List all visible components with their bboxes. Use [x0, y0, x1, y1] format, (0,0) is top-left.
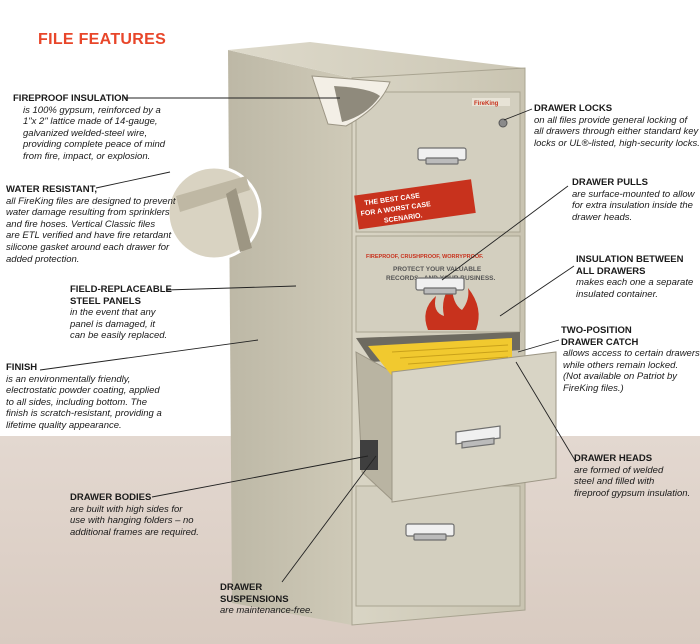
callout-fireproof-insulation: FIREPROOF INSULATION is 100% gypsum, rei…	[13, 93, 166, 162]
gasket-detail	[176, 176, 250, 212]
callout-drawer-heads: DRAWER HEADS are formed of welded steel …	[574, 453, 691, 499]
leader-lines	[39, 97, 577, 583]
brand-logo: FireKing	[474, 101, 499, 107]
brand-plate	[472, 98, 510, 106]
drawer-3-head	[391, 351, 557, 503]
callout-drawer-bodies: DRAWER BODIES are built with high sides …	[70, 492, 199, 538]
callout-drawer-locks: DRAWER LOCKS on all files provide genera…	[534, 103, 700, 149]
callout-drawer-catch: TWO-POSITION DRAWER CATCH allows access …	[561, 325, 700, 394]
drawer-pull-1	[417, 147, 467, 165]
callout-drawer-suspensions: DRAWER SUSPENSIONS are maintenance-free.	[220, 582, 313, 617]
drawer-suspension	[360, 440, 378, 470]
callout-steel-panels: FIELD-REPLACEABLE STEEL PANELS in the ev…	[70, 284, 172, 342]
cabinet-top	[228, 42, 525, 78]
callout-drawer-pulls: DRAWER PULLS are surface-mounted to allo…	[572, 177, 695, 223]
protect-line-1: PROTECT YOUR VALUABLE	[393, 266, 482, 273]
callout-insulation-between-drawers: INSULATION BETWEEN ALL DRAWERS makes eac…	[576, 254, 694, 300]
lock-icon	[498, 118, 508, 128]
drawer-pull-4	[405, 523, 455, 541]
drawer-4	[355, 485, 521, 607]
cutaway-shadow	[334, 86, 380, 122]
tagline-text: FIREPROOF, CRUSHPROOF, WORRYPROOF.	[366, 254, 484, 260]
callout-heading: FIREPROOF INSULATION	[13, 93, 129, 104]
callout-finish: FINISH is an environmentally friendly, e…	[6, 362, 162, 431]
drawer-pull-3	[455, 425, 501, 449]
callout-water-resistant: WATER RESISTANT, all FireKing files are …	[6, 184, 176, 265]
page-title: FILE FEATURES	[38, 31, 167, 48]
cabinet-side-panel	[228, 50, 352, 625]
drawer-pull-2	[415, 277, 465, 295]
flame-icon	[425, 284, 479, 330]
worst-case-banner: THE BEST CASE FOR A WORST CASE SCENARIO.	[354, 179, 476, 230]
